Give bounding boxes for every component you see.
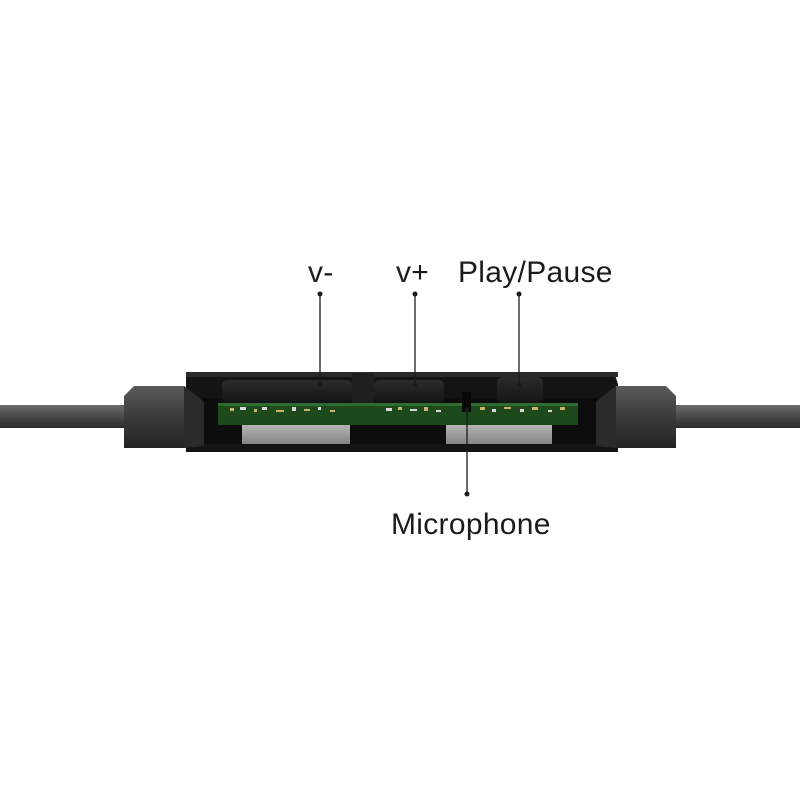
leader-volume-down (317, 291, 323, 388)
label-microphone: Microphone (391, 508, 551, 541)
leader-microphone (464, 407, 470, 497)
button-volume-up (374, 380, 444, 404)
leader-volume-up (412, 291, 418, 388)
button-play-pause (497, 377, 543, 405)
left-strain-relief-edge (184, 386, 204, 448)
rocker-center-ridge (352, 373, 374, 405)
contact-pad-left (242, 425, 350, 444)
left-cable (0, 405, 140, 428)
circuit-board (218, 403, 578, 425)
contact-pad-right (446, 425, 552, 444)
label-volume-down: v- (308, 256, 334, 289)
right-cable (660, 405, 800, 428)
label-play-pause: Play/Pause (458, 256, 613, 289)
leader-play-pause (516, 291, 522, 388)
right-strain-relief-edge (596, 386, 616, 448)
button-volume-down (222, 380, 352, 404)
label-volume-up: v+ (396, 256, 430, 289)
microphone-chip (462, 392, 471, 412)
